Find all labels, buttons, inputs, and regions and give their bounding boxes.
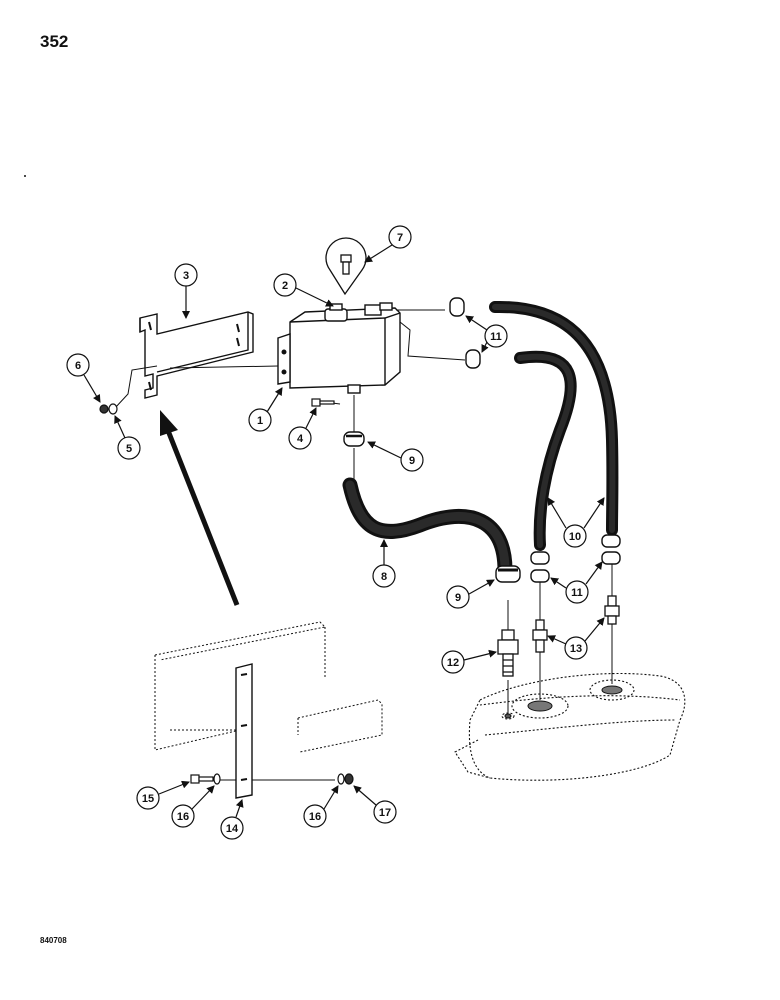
callout-9b: 9 [446,579,495,609]
callout-6: 6 [66,353,101,403]
fittings [497,595,620,677]
svg-text:6: 6 [75,360,81,372]
callout-16b: 16 [303,785,339,828]
callout-5: 5 [114,415,141,460]
location-arrow [160,410,240,606]
washer-and-nut [99,403,118,415]
callout-11a: 11 [465,315,508,353]
page-number: 352 [40,32,69,51]
callout-16a: 16 [171,785,215,828]
svg-text:16: 16 [177,811,189,823]
hose-10-short [514,350,577,551]
callout-15: 15 [136,780,190,810]
hose-10-long [489,300,619,536]
svg-text:15: 15 [142,793,154,805]
svg-text:12: 12 [447,657,459,669]
callout-11b: 11 [550,561,603,604]
svg-text:9: 9 [409,455,415,467]
reservoir [277,302,401,394]
hose-8 [342,477,513,578]
callout-17: 17 [353,785,397,824]
svg-text:2: 2 [282,280,288,292]
gearbox-ports [504,685,623,719]
callout-13: 13 [547,617,605,660]
callout-2: 2 [273,273,334,307]
callout-10: 10 [547,497,605,548]
svg-text:11: 11 [490,331,502,343]
svg-text:14: 14 [226,823,239,835]
svg-text:16: 16 [309,811,321,823]
mounting-bracket [139,311,254,399]
callout-7: 7 [364,225,412,263]
cap-detail [325,237,367,296]
support-panel [154,621,383,753]
svg-text:17: 17 [379,807,391,819]
hose-clamps [343,297,621,583]
svg-text:9: 9 [455,592,461,604]
svg-text:13: 13 [570,643,582,655]
support-strap [235,663,253,799]
callout-4: 4 [288,407,317,450]
svg-text:5: 5 [126,443,132,455]
callout-8: 8 [372,539,396,588]
svg-text:3: 3 [183,270,189,282]
callouts: 1 2 3 4 5 6 7 8 9 9 10 11 11 12 13 14 15… [66,225,605,840]
callout-1: 1 [248,387,283,432]
callout-3: 3 [174,263,198,319]
callout-14: 14 [220,799,244,840]
svg-text:11: 11 [571,587,583,599]
svg-text:7: 7 [397,232,403,244]
svg-text:8: 8 [381,571,387,583]
gearbox-housing [454,672,686,781]
bolt-15 [190,773,354,785]
drawing-code: 840708 [40,936,67,945]
svg-text:4: 4 [297,433,304,445]
svg-text:10: 10 [569,531,581,543]
svg-text:1: 1 [257,415,263,427]
callout-9a: 9 [367,441,424,472]
screw [311,398,335,407]
callout-12: 12 [441,649,497,674]
